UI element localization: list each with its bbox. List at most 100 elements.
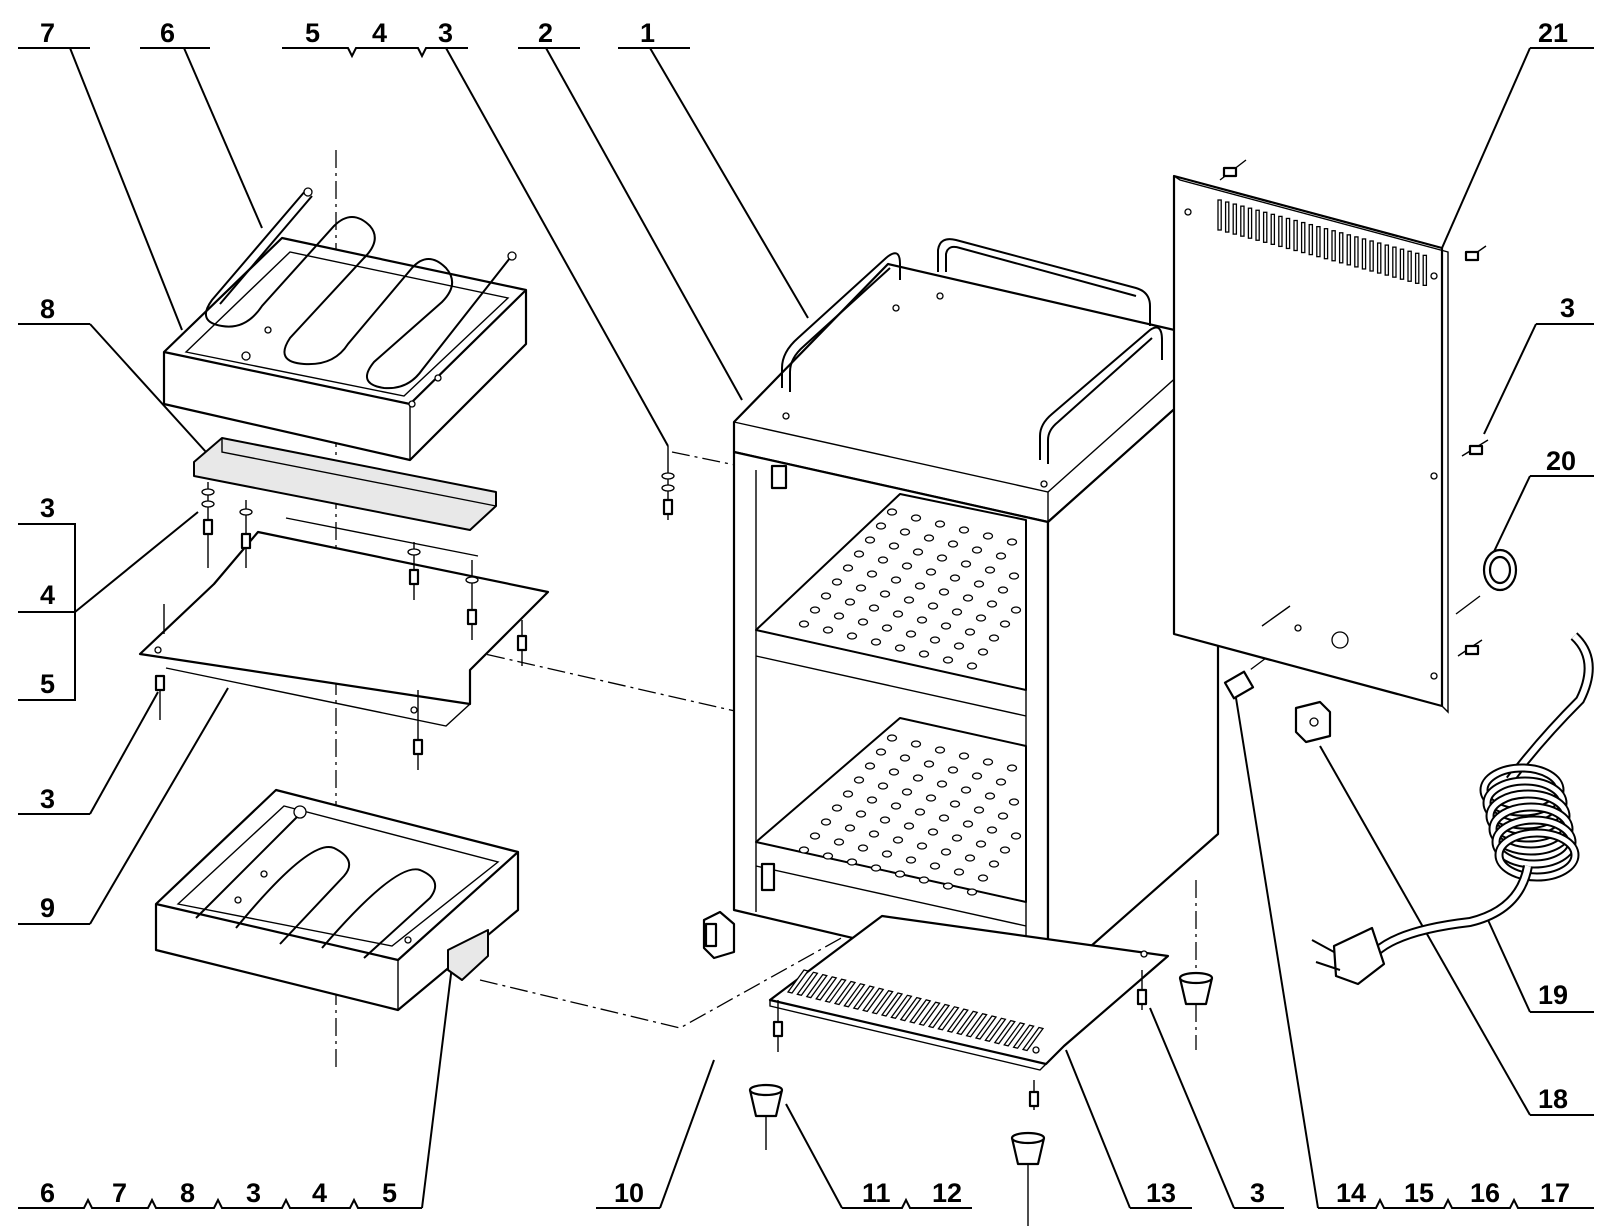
vent-slot xyxy=(1361,238,1367,270)
perforation-hole xyxy=(953,642,965,650)
perforation-hole xyxy=(942,656,954,664)
perforation-hole xyxy=(986,600,998,608)
bottom-slot xyxy=(974,1015,998,1040)
vent-slot xyxy=(1255,209,1260,241)
perforation-hole xyxy=(982,758,994,766)
perforation-hole xyxy=(890,802,902,810)
vent-slot xyxy=(1278,215,1283,248)
vent-slot xyxy=(1308,223,1314,256)
perforation-hole xyxy=(984,566,996,574)
bottom-slot xyxy=(824,978,847,1003)
perforation-hole xyxy=(964,628,976,636)
perforation-hole xyxy=(798,620,810,628)
perforation-hole xyxy=(936,780,948,788)
perforation-hole xyxy=(923,534,935,542)
perforation-hole xyxy=(820,818,832,826)
perforation-hole xyxy=(833,838,845,846)
rubber-feet xyxy=(748,970,1214,1226)
perforation-hole xyxy=(894,644,906,652)
perforation-hole xyxy=(986,826,998,834)
callout-13-bottom: 13 xyxy=(1146,1178,1176,1208)
perforation-hole xyxy=(960,560,972,568)
perforation-hole xyxy=(866,796,878,804)
perforation-hole xyxy=(877,556,889,564)
perforation-hole xyxy=(905,856,917,864)
bottom-slot xyxy=(786,969,810,994)
perforation-hole xyxy=(886,508,898,516)
perforation-hole xyxy=(864,536,876,544)
perforation-hole xyxy=(929,862,941,870)
callout-10-bottom: 10 xyxy=(614,1178,644,1208)
perforation-hole xyxy=(958,526,970,534)
bottom-slot xyxy=(843,983,866,1008)
perforation-hole xyxy=(977,874,989,882)
perforation-hole xyxy=(953,868,965,876)
perforation-hole xyxy=(809,832,821,840)
perforation-hole xyxy=(962,820,974,828)
perforation-hole xyxy=(914,582,926,590)
perforation-hole xyxy=(1008,572,1020,580)
callout-14-bottom: 14 xyxy=(1336,1178,1366,1208)
bottom-slot xyxy=(937,1006,960,1031)
shelf-perforations xyxy=(798,508,1022,896)
perforation-hole xyxy=(857,844,869,852)
perforation-hole xyxy=(855,584,867,592)
perforation-hole xyxy=(798,846,810,854)
perforation-hole xyxy=(831,578,843,586)
bottom-slot xyxy=(833,980,857,1006)
vent-slot xyxy=(1354,236,1359,268)
vent-slot xyxy=(1346,234,1352,266)
bottom-plate-slots xyxy=(786,969,1045,1052)
perforation-hole xyxy=(982,532,994,540)
perforation-hole xyxy=(984,792,996,800)
vent-slot xyxy=(1392,246,1397,278)
vent-slot xyxy=(1331,230,1336,262)
perforation-hole xyxy=(910,740,922,748)
perforation-hole xyxy=(853,550,865,558)
perforation-hole xyxy=(888,542,900,550)
perforation-hole xyxy=(999,846,1011,854)
perforation-hole xyxy=(951,834,963,842)
perforation-hole xyxy=(881,624,893,632)
bottom-slot xyxy=(805,973,828,999)
callout-11-bottom: 11 xyxy=(862,1178,891,1208)
callout-underlines xyxy=(18,47,1594,1209)
callout-8-bottom: 8 xyxy=(180,1178,195,1208)
right-callouts: 3 20 19 18 xyxy=(1538,293,1576,1114)
perforation-hole xyxy=(1006,538,1018,546)
back-panel xyxy=(1172,174,1449,714)
cable-gland xyxy=(1455,548,1518,615)
bottom-slot xyxy=(880,992,904,1017)
perforation-hole xyxy=(940,622,952,630)
bottom-slot xyxy=(899,996,922,1022)
vent-slot xyxy=(1232,203,1238,235)
callout-16-bottom: 16 xyxy=(1470,1178,1500,1208)
callout-19-right: 19 xyxy=(1538,980,1568,1010)
perforation-hole xyxy=(901,788,913,796)
bottom-slot xyxy=(890,994,913,1020)
cabinet-body xyxy=(732,238,1220,986)
perforation-hole xyxy=(938,814,950,822)
perforation-hole xyxy=(820,592,832,600)
perforation-hole xyxy=(988,634,1000,642)
perforation-hole xyxy=(997,812,1009,820)
perforation-hole xyxy=(975,614,987,622)
perforation-hole xyxy=(914,808,926,816)
vent-slot xyxy=(1217,199,1222,231)
left-callouts: 8 3 4 5 3 9 xyxy=(40,294,55,923)
perforation-hole xyxy=(886,734,898,742)
callout-7-top: 7 xyxy=(40,18,55,48)
perforation-hole xyxy=(868,830,880,838)
perforation-hole xyxy=(910,514,922,522)
perforation-hole xyxy=(988,860,1000,868)
perforation-hole xyxy=(842,790,854,798)
perforation-hole xyxy=(934,520,946,528)
perforation-hole xyxy=(927,828,939,836)
callout-18-right: 18 xyxy=(1538,1084,1568,1114)
perforation-hole xyxy=(962,594,974,602)
callout-3-bottom: 3 xyxy=(246,1178,261,1208)
perforation-hole xyxy=(975,840,987,848)
terminal-block xyxy=(1294,700,1332,744)
panel-screws xyxy=(1219,159,1489,657)
perforation-hole xyxy=(846,858,858,866)
